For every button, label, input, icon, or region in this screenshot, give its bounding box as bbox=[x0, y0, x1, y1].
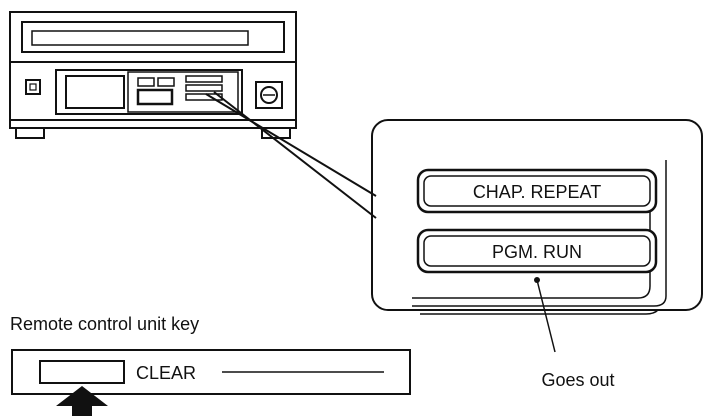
chap-repeat-label: CHAP. REPEAT bbox=[473, 182, 601, 202]
pgm-run-indicator: PGM. RUN bbox=[416, 228, 658, 274]
control-block bbox=[127, 71, 239, 113]
foot-right bbox=[261, 127, 291, 139]
pgm-run-label: PGM. RUN bbox=[492, 242, 582, 262]
disc-slot bbox=[31, 30, 249, 46]
remote-section-label: Remote control unit key bbox=[10, 314, 199, 334]
remote-key-panel: CLEAR bbox=[11, 349, 411, 395]
goes-out-label: Goes out bbox=[541, 370, 614, 390]
player-cabinet bbox=[9, 11, 297, 129]
player-unit bbox=[9, 11, 297, 139]
display-window bbox=[65, 75, 125, 109]
disc-tray bbox=[21, 21, 285, 53]
power-button bbox=[25, 79, 41, 95]
play-button bbox=[136, 88, 174, 106]
front-panel bbox=[55, 69, 243, 115]
knob-icon bbox=[260, 86, 278, 104]
chap-repeat-indicator: CHAP. REPEAT bbox=[416, 168, 658, 214]
callout-pointer bbox=[205, 91, 377, 219]
right-panel-knob-frame bbox=[255, 81, 283, 109]
goes-out-leader bbox=[534, 277, 556, 353]
clear-key bbox=[39, 360, 125, 384]
foot-left bbox=[15, 127, 45, 139]
press-arrow-icon bbox=[56, 386, 108, 416]
callout-panel bbox=[371, 119, 703, 315]
clear-key-label: CLEAR bbox=[136, 363, 196, 383]
